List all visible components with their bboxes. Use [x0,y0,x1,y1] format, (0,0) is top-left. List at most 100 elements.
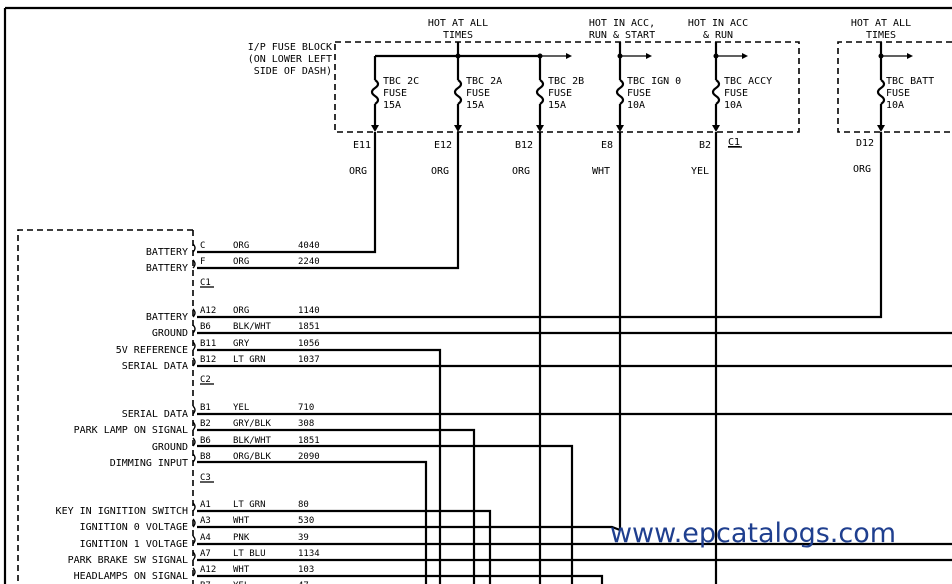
svg-text:B1: B1 [200,403,211,413]
pin-brackets [192,243,196,577]
svg-text:B8: B8 [200,452,211,462]
svg-text:KEY IN IGNITION SWITCH: KEY IN IGNITION SWITCH [56,506,188,517]
pin-row-headlamps-on: HEADLAMPS ON SIGNAL A12 WHT 103 [74,565,315,582]
pin-e8: E8 [601,140,613,151]
svg-text:BATTERY: BATTERY [146,247,188,258]
svg-text:SERIAL DATA: SERIAL DATA [122,361,188,372]
svg-text:IGNITION 0 VOLTAGE: IGNITION 0 VOLTAGE [80,522,188,533]
wire-color-e8: WHT [592,166,610,177]
fuse-type: FUSE [383,88,407,99]
svg-text:YEL: YEL [233,403,249,413]
fuse-icon [453,79,463,105]
wire-d12-a12 [197,132,883,319]
svg-text:308: 308 [298,419,314,429]
pin-row-ground-b6: GROUND B6 BLK/WHT 1851 [152,322,320,339]
fuse-amps: 15A [466,100,484,111]
fuse-tbc-2c: TBC 2C FUSE 15A [370,56,419,132]
svg-text:ORG: ORG [233,241,249,251]
wire-e12-f [197,132,460,270]
svg-text:A3: A3 [200,516,211,526]
fuse-name: TBC 2B [548,76,584,87]
pin-row-ground-b6-c3: GROUND B6 BLK/WHT 1851 [152,436,320,453]
svg-text:GRY/BLK: GRY/BLK [233,419,272,429]
svg-text:B6: B6 [200,436,211,446]
fuse-icon [876,79,886,105]
svg-text:B11: B11 [200,339,216,349]
svg-text:LT BLU: LT BLU [233,549,266,559]
svg-text:PARK LAMP ON SIGNAL: PARK LAMP ON SIGNAL [74,425,188,436]
fuse-name: TBC BATT [886,76,934,87]
fuse-amps: 15A [548,100,566,111]
fuse-amps: 10A [627,100,645,111]
svg-text:ORG/BLK: ORG/BLK [233,452,272,462]
pin-row-ignition-0: IGNITION 0 VOLTAGE A3 WHT 530 [80,516,315,533]
svg-text:80: 80 [298,500,309,510]
header-hot-all-times-2b: TIMES [866,30,896,41]
fuse-amps: 10A [886,100,904,111]
pin-row-dimming-input: DIMMING INPUT B8 ORG/BLK 2090 [110,452,320,469]
svg-text:BATTERY: BATTERY [146,263,188,274]
svg-text:2240: 2240 [298,257,320,267]
arrow-head-3 [742,53,748,59]
svg-text:530: 530 [298,516,314,526]
svg-text:103: 103 [298,565,314,575]
fuse-tbc-2b: TBC 2B FUSE 15A [535,56,584,132]
fuse-tbc-batt: TBC BATT FUSE 10A [876,56,934,132]
wire-e11-c [197,132,377,254]
svg-text:710: 710 [298,403,314,413]
pin-row-ignition-1: IGNITION 1 VOLTAGE A4 PNK 39 [80,533,309,550]
svg-text:C: C [200,241,205,251]
svg-text:GROUND: GROUND [152,442,188,453]
fuse-block-label-3: SIDE OF DASH) [254,66,332,77]
fuse-type: FUSE [627,88,651,99]
wire-color-d12: ORG [853,164,871,175]
fuse-icon [535,79,545,105]
wire-headlamps-on [197,574,604,584]
svg-text:1056: 1056 [298,339,320,349]
fuse-tbc-ign-0: TBC IGN 0 FUSE 10A [615,56,681,132]
svg-text:A7: A7 [200,549,211,559]
wire-ground-b6-c3 [197,444,574,584]
wire-ignition-0 [197,525,621,532]
pin-row-park-brake: PARK BRAKE SW SIGNAL A7 LT BLU 1134 [68,549,320,566]
pin-row-5v-reference: 5V REFERENCE B11 GRY 1056 [116,339,320,356]
fuse-icon [615,79,625,105]
svg-text:IGNITION 1 VOLTAGE: IGNITION 1 VOLTAGE [80,539,188,550]
fuse-name: TBC ACCY [724,76,772,87]
svg-text:47: 47 [298,581,309,584]
watermark: www.epcatalogs.com [610,518,896,549]
svg-text:GROUND: GROUND [152,328,188,339]
pin-row-battery-a12: BATTERY A12 ORG 1140 [146,306,320,323]
wire-color-e11: ORG [349,166,367,177]
arrow-head-1 [566,53,572,59]
svg-text:1851: 1851 [298,322,320,332]
pin-row-b7: B7 YEL 47 [200,581,309,584]
arrow-head-4 [907,53,913,59]
fuse-type: FUSE [724,88,748,99]
header-hot-acc-run-b: & RUN [703,30,733,41]
connector-c3: C3 [200,473,211,483]
header-hot-all-times-1b: TIMES [443,30,473,41]
svg-text:1037: 1037 [298,355,320,365]
header-hot-all-times-2: HOT AT ALL [851,18,911,29]
svg-text:B12: B12 [200,355,216,365]
fuse-icon [711,79,721,105]
fuse-amps: 10A [724,100,742,111]
svg-text:1851: 1851 [298,436,320,446]
fuse-block-box-right [837,41,952,133]
svg-text:WHT: WHT [233,565,250,575]
fuse-type: FUSE [548,88,572,99]
fuse-type: FUSE [466,88,490,99]
svg-text:YEL: YEL [233,581,249,584]
pin-row-serial-data-b1: SERIAL DATA B1 YEL 710 [122,403,315,420]
svg-text:A12: A12 [200,306,216,316]
pin-row-park-lamp: PARK LAMP ON SIGNAL B2 GRY/BLK 308 [74,419,315,436]
svg-text:ORG: ORG [233,306,249,316]
pin-row-key-in-ignition: KEY IN IGNITION SWITCH A1 LT GRN 80 [56,500,309,517]
svg-text:39: 39 [298,533,309,543]
svg-text:B2: B2 [200,419,211,429]
wire-color-b2: YEL [691,166,709,177]
arrow-head-2 [646,53,652,59]
fuse-name: TBC IGN 0 [627,76,681,87]
